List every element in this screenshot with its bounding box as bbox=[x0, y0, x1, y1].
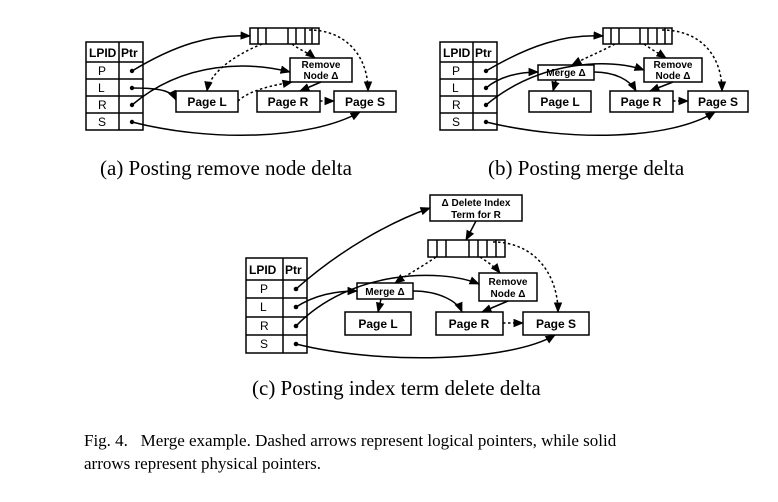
caption-c: (c) Posting index term delete delta bbox=[252, 376, 541, 400]
svg-text:Page L: Page L bbox=[540, 95, 579, 109]
page-r-b: Page R bbox=[609, 90, 674, 113]
page-l-c: Page L bbox=[344, 311, 412, 336]
panel-a: LPID Ptr P L R S Remove Node Δ Page L bbox=[85, 27, 397, 180]
svg-text:Term for R: Term for R bbox=[451, 210, 502, 221]
svg-text:Δ Delete Index: Δ Delete Index bbox=[442, 198, 511, 209]
row-p: P bbox=[98, 64, 106, 78]
row-r: R bbox=[98, 98, 107, 112]
row-l: L bbox=[98, 81, 105, 95]
index-node-b bbox=[602, 27, 673, 45]
arrows-b bbox=[485, 29, 727, 137]
svg-text:Node Δ: Node Δ bbox=[656, 71, 691, 82]
header-lpid: LPID bbox=[89, 46, 117, 60]
mapping-table-b: LPID Ptr P L R S bbox=[439, 41, 498, 131]
index-node-a bbox=[249, 27, 320, 45]
svg-text:Ptr: Ptr bbox=[285, 263, 302, 277]
svg-text:Remove: Remove bbox=[489, 277, 528, 288]
svg-text:Node Δ: Node Δ bbox=[491, 289, 526, 300]
svg-text:Page L: Page L bbox=[187, 95, 226, 109]
page-r-a: Page R bbox=[256, 90, 321, 113]
arrows-a bbox=[131, 29, 373, 137]
caption-b: (b) Posting merge delta bbox=[488, 156, 685, 180]
svg-text:L: L bbox=[260, 300, 267, 314]
page-s-a: Page S bbox=[333, 90, 397, 113]
delete-index-term-delta-c: Δ Delete Index Term for R bbox=[429, 194, 523, 222]
remove-node-delta-c: Remove Node Δ bbox=[478, 272, 538, 302]
page-l-b: Page L bbox=[528, 90, 592, 113]
merge-delta-c: Merge Δ bbox=[356, 282, 414, 300]
caption-a: (a) Posting remove node delta bbox=[100, 156, 353, 180]
figure-caption: Fig. 4. Merge example. Dashed arrows rep… bbox=[84, 429, 774, 475]
svg-text:Page S: Page S bbox=[536, 317, 576, 331]
svg-text:S: S bbox=[452, 115, 460, 129]
svg-text:P: P bbox=[260, 282, 268, 296]
svg-text:Remove: Remove bbox=[654, 60, 693, 71]
figure-caption-line-2: arrows represent physical pointers. bbox=[84, 454, 321, 473]
svg-text:Remove: Remove bbox=[302, 60, 341, 71]
svg-text:P: P bbox=[452, 64, 460, 78]
svg-text:Page S: Page S bbox=[698, 95, 738, 109]
page-r-c: Page R bbox=[435, 311, 504, 336]
panel-b: LPID Ptr P L R S Merge Δ Remove Node Δ bbox=[439, 27, 749, 180]
arrows-c bbox=[295, 207, 563, 359]
page-s-b: Page S bbox=[687, 90, 749, 113]
svg-text:R: R bbox=[452, 98, 461, 112]
svg-text:Page L: Page L bbox=[358, 317, 397, 331]
row-s: S bbox=[98, 115, 106, 129]
svg-text:Page R: Page R bbox=[268, 95, 309, 109]
svg-text:Ptr: Ptr bbox=[475, 46, 492, 60]
figure-caption-line-1: Fig. 4. Merge example. Dashed arrows rep… bbox=[84, 431, 617, 450]
svg-text:Page R: Page R bbox=[449, 317, 490, 331]
header-ptr: Ptr bbox=[121, 46, 138, 60]
svg-text:R: R bbox=[260, 319, 269, 333]
remove-node-delta-b: Remove Node Δ bbox=[643, 57, 703, 83]
svg-text:Page S: Page S bbox=[345, 95, 385, 109]
remove-node-delta-a: Remove Node Δ bbox=[289, 57, 353, 83]
svg-text:Page R: Page R bbox=[621, 95, 662, 109]
svg-text:S: S bbox=[260, 337, 268, 351]
svg-text:Merge Δ: Merge Δ bbox=[546, 68, 585, 79]
panel-c: LPID Ptr P L R S Δ Delete Index Term for… bbox=[245, 194, 590, 400]
svg-text:Node Δ: Node Δ bbox=[304, 71, 339, 82]
mapping-table-a: LPID Ptr P L R S bbox=[85, 41, 144, 131]
mapping-table-c: LPID Ptr P L R S bbox=[245, 257, 308, 354]
svg-text:L: L bbox=[452, 81, 459, 95]
svg-text:LPID: LPID bbox=[443, 46, 471, 60]
page-s-c: Page S bbox=[522, 311, 590, 336]
page-l-a: Page L bbox=[175, 90, 239, 113]
svg-text:LPID: LPID bbox=[249, 263, 277, 277]
svg-text:Merge Δ: Merge Δ bbox=[365, 287, 404, 298]
